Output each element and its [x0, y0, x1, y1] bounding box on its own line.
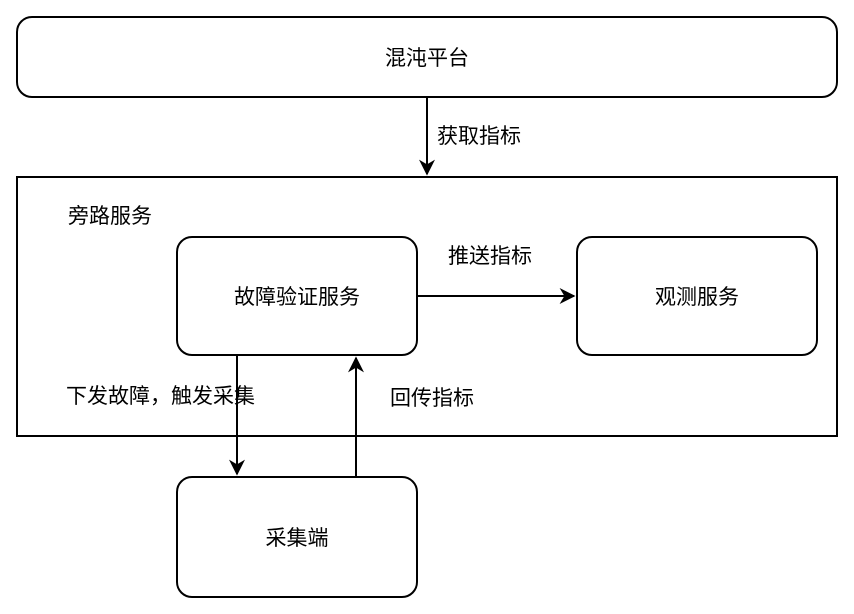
dispatch-fault-label: 下发故障，触发采集 [66, 384, 255, 408]
observe-service-label: 观测服务 [655, 285, 739, 309]
chaos-platform-node: 混沌平台 [16, 16, 838, 98]
fault-verify-service-label: 故障验证服务 [234, 285, 360, 309]
push-metrics-label: 推送指标 [448, 244, 532, 268]
fault-verify-service-node: 故障验证服务 [176, 236, 418, 356]
observe-service-node: 观测服务 [576, 236, 818, 356]
return-metrics-label: 回传指标 [390, 386, 474, 410]
bypass-service-label: 旁路服务 [68, 204, 152, 228]
collector-node: 采集端 [176, 476, 418, 598]
collector-label: 采集端 [265, 526, 329, 550]
get-metrics-label: 获取指标 [437, 124, 521, 148]
chaos-platform-label: 混沌平台 [385, 46, 469, 70]
